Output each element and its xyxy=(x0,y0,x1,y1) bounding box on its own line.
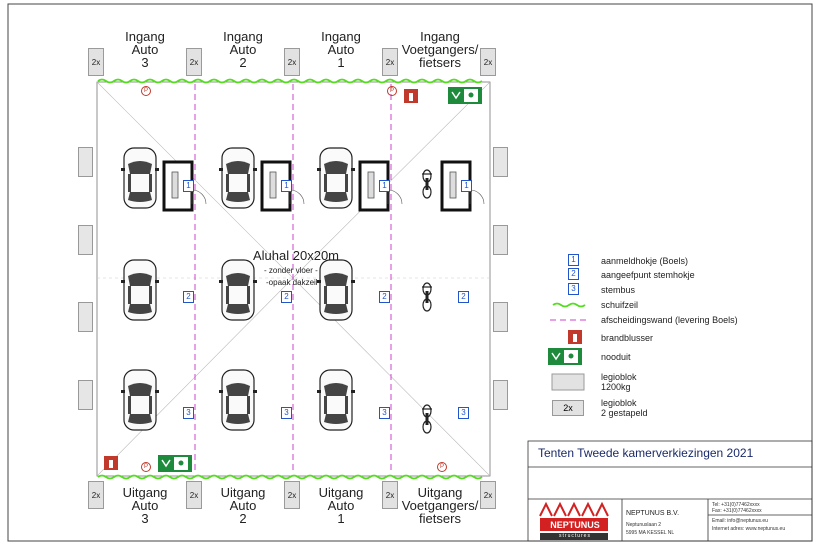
legend-block-swatch xyxy=(551,373,585,391)
side-block xyxy=(78,302,93,332)
company-fax: Fax: +31(0)77462xxxx xyxy=(712,508,762,514)
car-lane2-row2 xyxy=(218,259,258,321)
legend-booth-text: aangeefpunt stemhokje xyxy=(601,270,695,280)
exit-icon xyxy=(158,455,192,472)
company-address2: 5995 MA KESSEL NL xyxy=(626,530,675,536)
legend-block2-swatch: 2x xyxy=(552,400,584,416)
legend-checkin-text: aanmeldhokje (Boels) xyxy=(601,256,689,266)
block-2x: 2x xyxy=(186,481,202,509)
side-block xyxy=(78,147,93,177)
legend-sliding-swatch xyxy=(552,302,586,308)
bikes xyxy=(421,169,433,434)
block-2x: 2x xyxy=(284,481,300,509)
legend-sliding-text: schuifzeil xyxy=(601,300,639,310)
car-lane1-row2 xyxy=(316,259,356,321)
sliding-wall-bottom xyxy=(97,474,483,480)
legend-exit-icon xyxy=(548,348,582,365)
checkin-marker: 1 xyxy=(183,180,194,192)
drawing-frame xyxy=(7,3,813,542)
ballot-marker: 3 xyxy=(183,407,194,419)
hall-subtitle: -opaak dakzeil xyxy=(266,278,318,287)
legend-extinguisher-text: brandblusser xyxy=(601,333,654,343)
legend-partition-text: afscheidingswand (levering Boels) xyxy=(601,315,738,325)
block-2x: 2x xyxy=(88,48,104,76)
side-block xyxy=(493,225,508,255)
checkin-marker: 1 xyxy=(461,180,472,192)
block-2x: 2x xyxy=(480,481,496,509)
hall-title: Aluhal 20x20m xyxy=(253,248,339,263)
car-lane3-row3 xyxy=(120,369,160,431)
car-lane1-row3 xyxy=(316,369,356,431)
car-lane2-row1 xyxy=(218,147,258,209)
car-lane3-row1 xyxy=(120,147,160,209)
bike-row3 xyxy=(421,404,433,434)
block-2x: 2x xyxy=(88,481,104,509)
legend-extinguisher-icon xyxy=(568,330,582,344)
ballot-marker: 3 xyxy=(458,407,469,419)
block-2x: 2x xyxy=(382,48,398,76)
hall-subtitle: - zonder vloer - xyxy=(264,266,318,275)
bike-row2 xyxy=(421,282,433,312)
p-marker: P xyxy=(437,462,447,472)
booth-marker: 2 xyxy=(281,291,292,303)
block-2x: 2x xyxy=(186,48,202,76)
neptunus-logo xyxy=(539,501,609,540)
car-lane3-row2 xyxy=(120,259,160,321)
ballot-marker: 3 xyxy=(281,407,292,419)
booth-marker: 2 xyxy=(458,291,469,303)
drawing-title: Tenten Tweede kamerverkiezingen 2021 xyxy=(538,446,754,460)
block-2x: 2x xyxy=(284,48,300,76)
p-marker: P xyxy=(387,86,397,96)
company-name: NEPTUNUS B.V. xyxy=(626,510,680,517)
checkin-marker: 1 xyxy=(379,180,390,192)
company-address1: Neptunuslaan 2 xyxy=(626,522,662,528)
company-tel: Tel: +31(0)77462xxxx xyxy=(712,502,760,508)
checkin-marker: 1 xyxy=(281,180,292,192)
logo-name: NEPTUNUS xyxy=(550,520,600,530)
side-block xyxy=(493,147,508,177)
title-block-frame xyxy=(527,440,813,542)
legend-ballot-marker: 3 xyxy=(568,283,579,295)
partition-walls xyxy=(194,84,392,474)
company-web: Internet adres: www.neptunus.eu xyxy=(712,526,786,532)
extinguisher-icon xyxy=(104,456,118,470)
ballot-marker: 3 xyxy=(379,407,390,419)
legend-exit-text: nooduit xyxy=(601,352,631,362)
sliding-wall-top xyxy=(97,78,483,84)
logo-subtitle: structures xyxy=(559,533,591,539)
side-block xyxy=(493,302,508,332)
bike-row1 xyxy=(421,169,433,199)
block-2x: 2x xyxy=(382,481,398,509)
cars xyxy=(120,147,356,431)
booth-marker: 2 xyxy=(379,291,390,303)
legend-ballot-text: stembus xyxy=(601,285,636,295)
side-block xyxy=(78,225,93,255)
extinguisher-icon xyxy=(404,89,418,103)
booth-marker: 2 xyxy=(183,291,194,303)
block-2x: 2x xyxy=(480,48,496,76)
side-block xyxy=(78,380,93,410)
company-email: Email: info@neptunus.eu xyxy=(712,518,768,524)
exit-icon xyxy=(448,87,482,104)
legend-checkin-marker: 1 xyxy=(568,254,579,266)
p-marker: P xyxy=(141,86,151,96)
legend-booth-marker: 2 xyxy=(568,268,579,280)
p-marker: P xyxy=(141,462,151,472)
car-lane2-row3 xyxy=(218,369,258,431)
car-lane1-row1 xyxy=(316,147,356,209)
side-block xyxy=(493,380,508,410)
